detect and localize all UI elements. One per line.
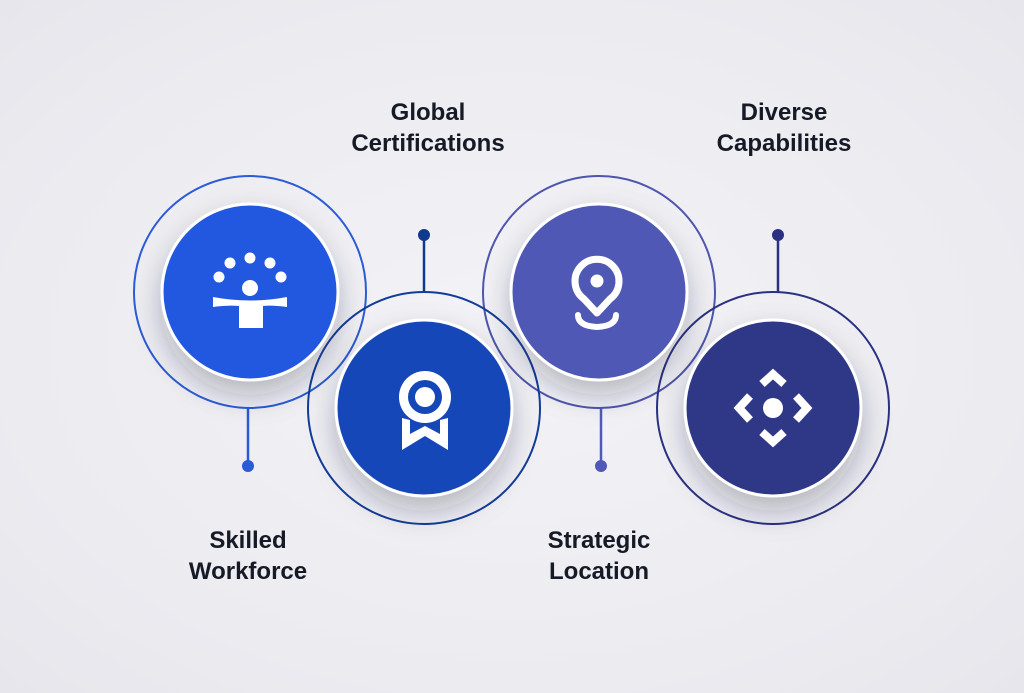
- connector-strategic-location: [595, 408, 607, 472]
- ring-diverse-capabilities: [656, 291, 890, 525]
- award-badge-icon: [399, 371, 451, 450]
- label-line: Diverse: [741, 99, 828, 126]
- label-global-certifications: Global Certifications: [351, 99, 504, 157]
- ring-global-certifications: [307, 291, 541, 525]
- label-line: Capabilities: [717, 130, 852, 157]
- people-group-icon: [213, 252, 287, 328]
- label-strategic-location: Strategic Location: [548, 527, 651, 585]
- label-line: Workforce: [189, 558, 307, 585]
- circle-strategic-location: [509, 202, 689, 382]
- label-diverse-capabilities: Diverse Capabilities: [717, 99, 852, 157]
- label-line: Certifications: [351, 130, 504, 157]
- connector-skilled-workforce: [242, 408, 254, 472]
- ring-strategic-location: [482, 175, 716, 409]
- connector-global-certifications: [418, 229, 430, 292]
- label-line: Global: [391, 99, 466, 126]
- circle-global-certifications: [334, 318, 514, 498]
- label-skilled-workforce: Skilled Workforce: [189, 527, 307, 585]
- circle-skilled-workforce: [160, 202, 340, 382]
- label-line: Location: [549, 558, 649, 585]
- circle-diverse-capabilities: [683, 318, 863, 498]
- diamond-focus-icon: [733, 368, 813, 448]
- location-pin-icon: [571, 255, 623, 331]
- ring-skilled-workforce: [133, 175, 367, 409]
- label-line: Skilled: [209, 527, 286, 554]
- label-line: Strategic: [548, 527, 651, 554]
- connector-diverse-capabilities: [772, 229, 784, 292]
